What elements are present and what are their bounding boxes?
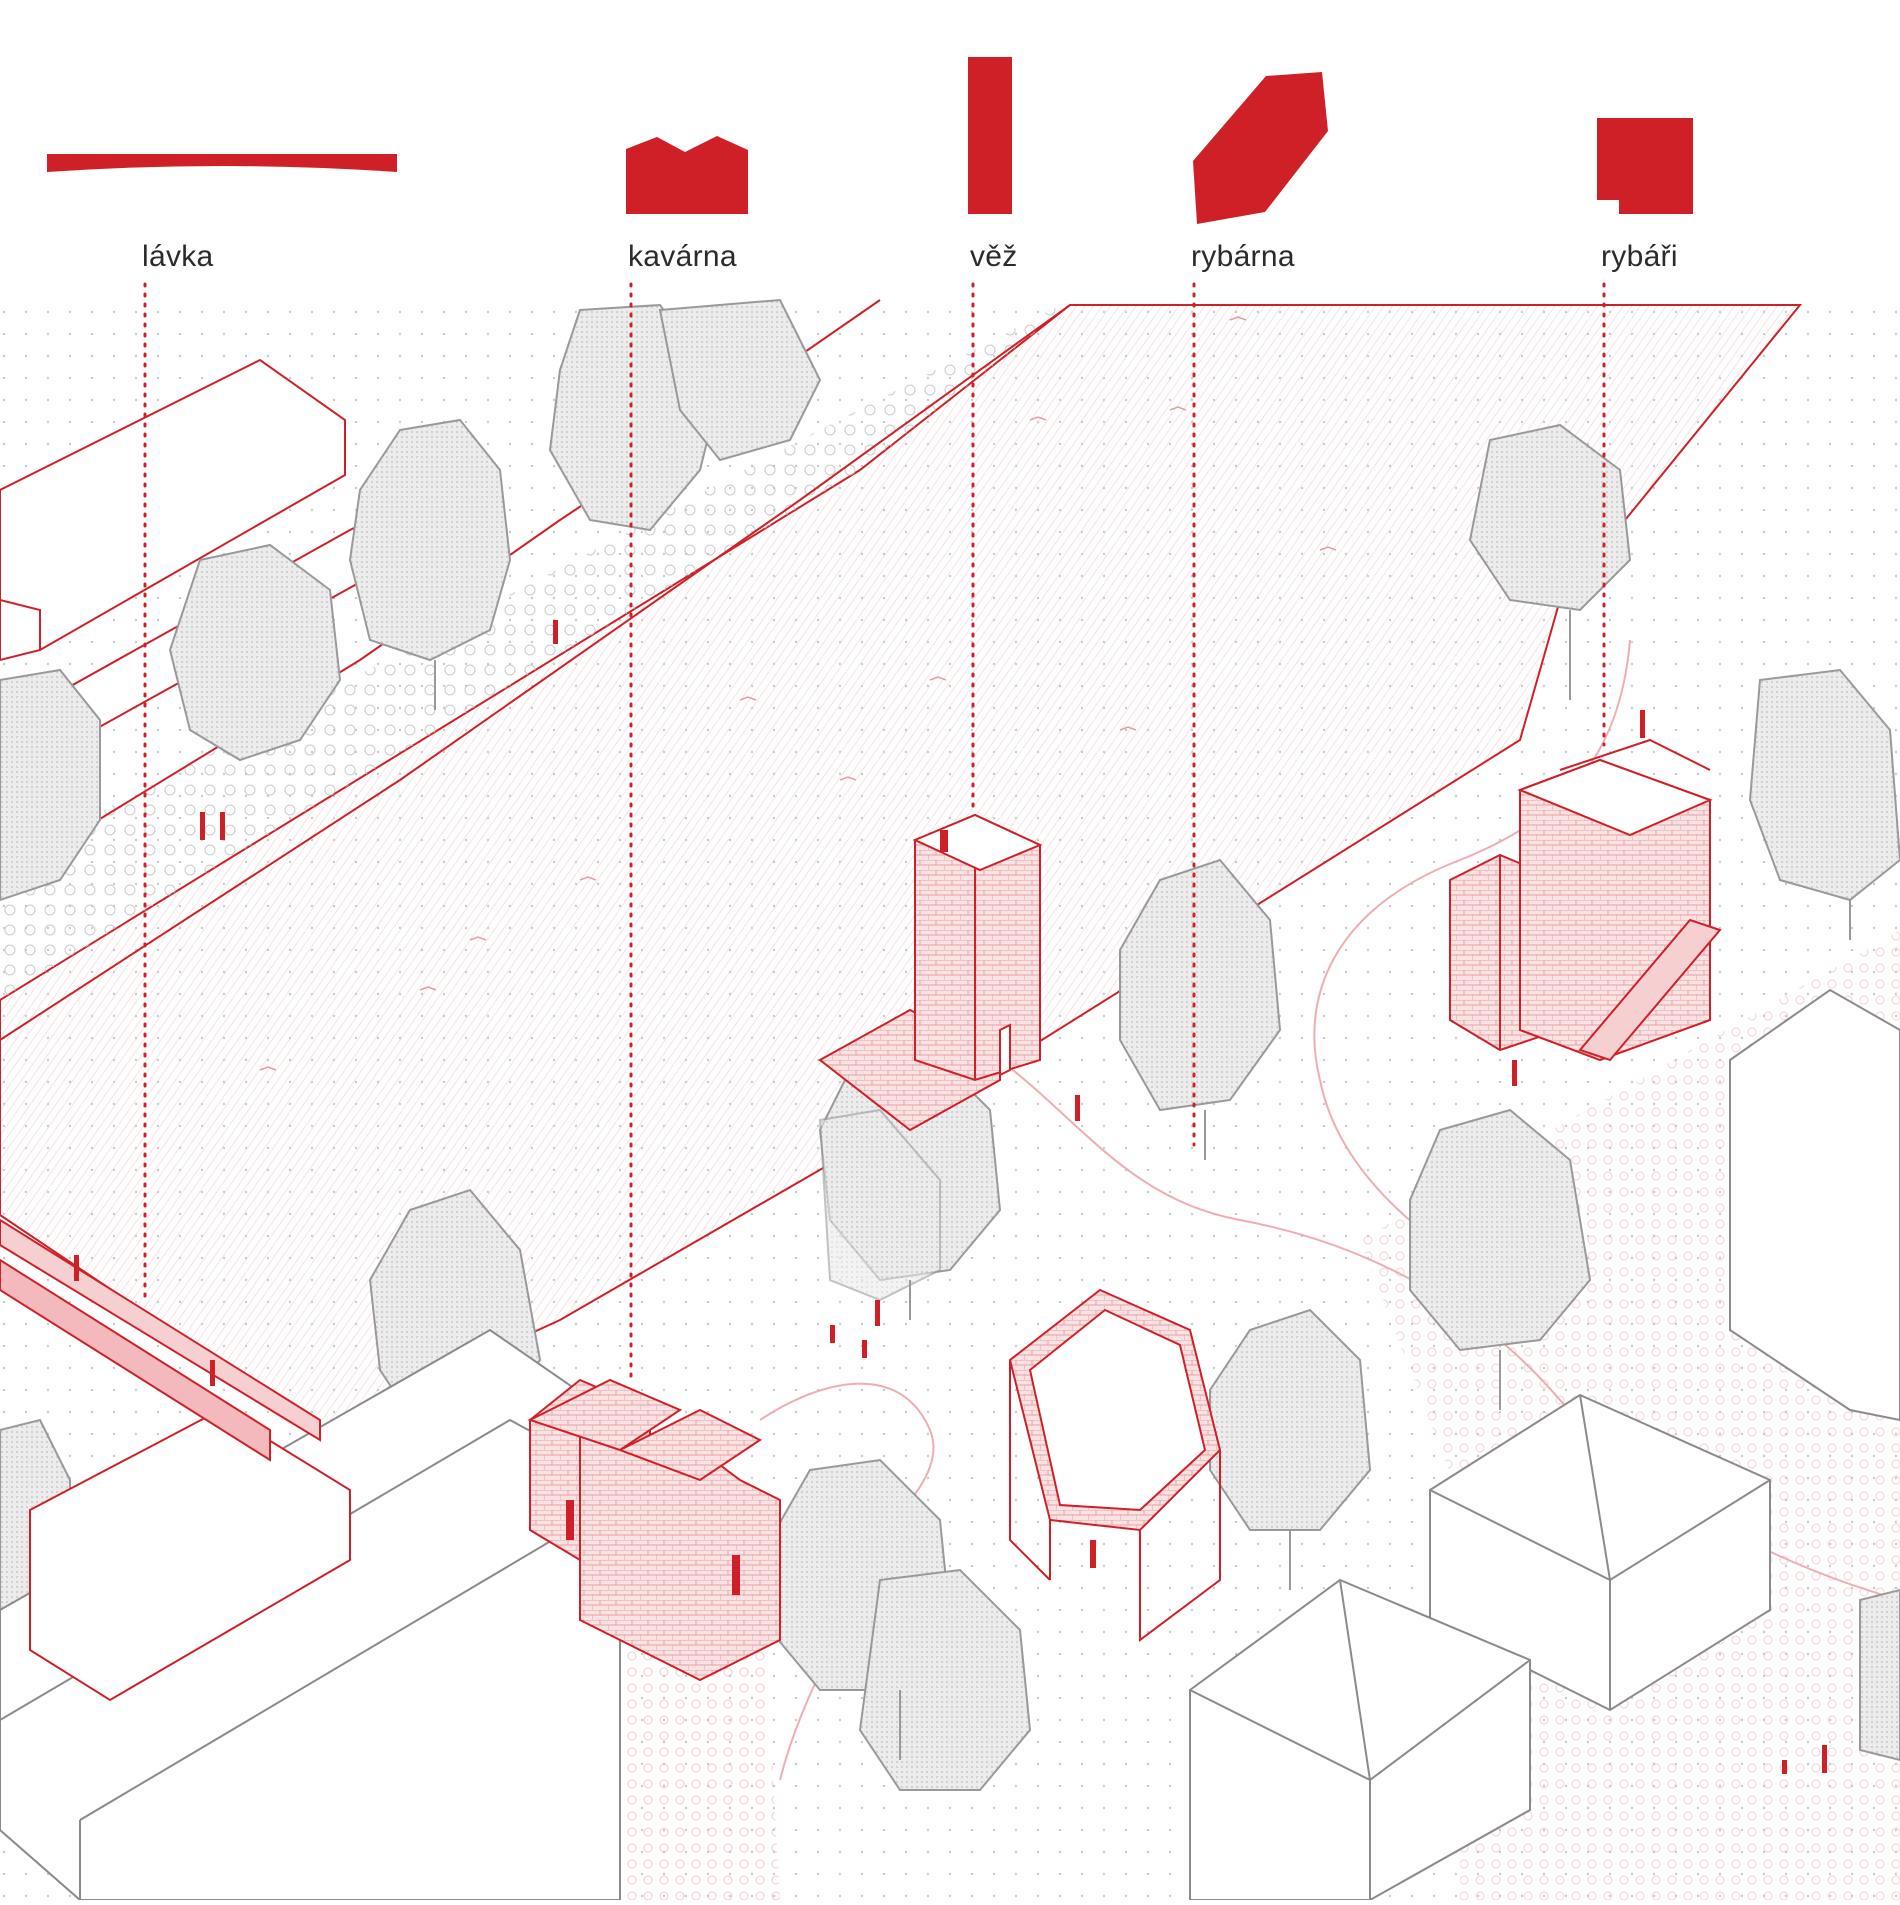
footbridge: [0, 1218, 321, 1462]
legend-label-rybari: rybáři: [1601, 240, 1678, 273]
upper-embankment: [0, 305, 1070, 1000]
legend-leader-lines: [143, 282, 1606, 1382]
cafe-plan-icon: [626, 136, 748, 214]
legend-label-kavarna: kavárna: [628, 240, 737, 273]
trees: [0, 298, 1900, 1791]
fishmonger-building: [1008, 1288, 1222, 1642]
legend-label-vez: věž: [970, 240, 1018, 273]
cafe-building: [527, 1378, 781, 1682]
fishermen-plan-icon: [1597, 118, 1693, 214]
legend-label-rybarna: rybárna: [1191, 240, 1295, 273]
legend-label-lavka: lávka: [142, 240, 214, 273]
existing-houses-right: [1189, 988, 1900, 1901]
footbridge-plan-icon: [47, 154, 397, 172]
water-marks: [259, 316, 1337, 1071]
tower-plan-icon: [968, 57, 1012, 214]
people-figures: [74, 620, 1827, 1774]
fishmonger-plan-icon: [1193, 72, 1328, 224]
tower-building: [818, 813, 1043, 1132]
fishermen-building: [1449, 738, 1722, 1062]
